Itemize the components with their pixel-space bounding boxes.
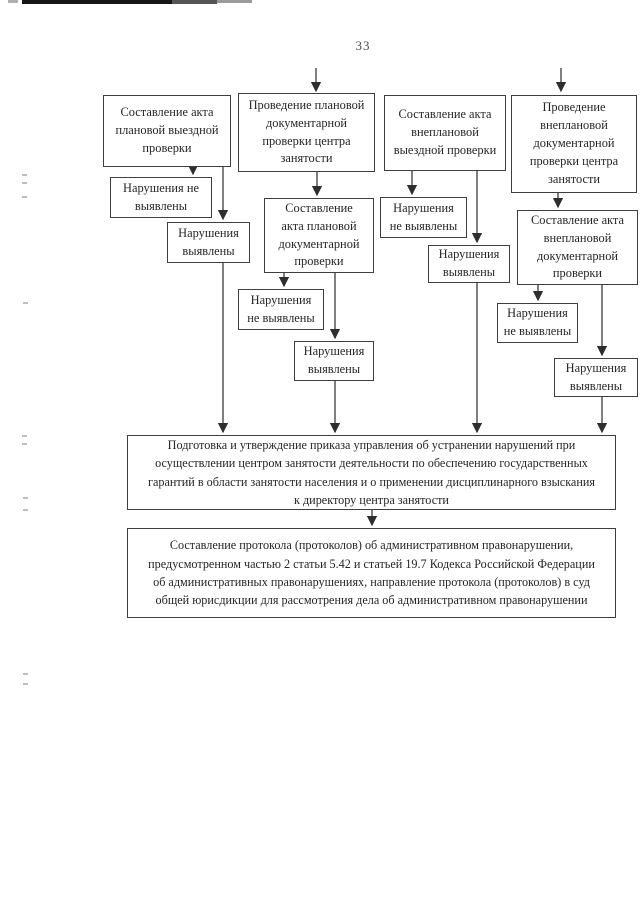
node-col2-no-violations: Нарушения не выявлены: [238, 289, 324, 330]
node-protocol-preparation: Составление протокола (протоколов) об ад…: [127, 528, 616, 618]
scan-artifact: [23, 302, 28, 304]
scan-artifact: [23, 509, 28, 511]
node-col2-violations: Нарушения выявлены: [294, 341, 374, 381]
scan-artifact: [23, 673, 28, 675]
node-act-unplanned-doc: Составление акта внеплановой документарн…: [517, 210, 638, 285]
node-unplanned-doc-check: Проведение внеплановой документарной про…: [511, 95, 637, 193]
node-act-unplanned-onsite: Составление акта внеплановой выездной пр…: [384, 95, 506, 171]
scan-artifact-top-bar: [172, 0, 217, 4]
node-col3-violations: Нарушения выявлены: [428, 245, 510, 283]
scan-artifact: [22, 182, 27, 184]
scan-artifact: [22, 443, 27, 445]
node-col4-no-violations: Нарушения не выявлены: [497, 303, 578, 343]
scan-artifact: [22, 196, 27, 198]
scan-artifact-top-dash: [8, 0, 18, 3]
node-planned-doc-check: Проведение плановой документарной провер…: [238, 93, 375, 172]
node-col4-violations: Нарушения выявлены: [554, 358, 638, 397]
node-order-preparation: Подготовка и утверждение приказа управле…: [127, 435, 616, 510]
node-col1-no-violations: Нарушения не выявлены: [110, 177, 212, 218]
scan-artifact: [22, 174, 27, 176]
node-col1-violations: Нарушения выявлены: [167, 222, 250, 263]
scan-artifact: [22, 435, 27, 437]
scan-artifact: [23, 683, 28, 685]
node-act-planned-onsite: Составление акта плановой выездной прове…: [103, 95, 231, 167]
scan-artifact: [23, 497, 28, 499]
page-number: 33: [355, 38, 371, 53]
node-col3-no-violations: Нарушения не выявлены: [380, 197, 467, 238]
node-act-planned-doc: Составление акта плановой документарной …: [264, 198, 374, 273]
scan-artifact-top-bar: [22, 0, 172, 4]
scan-artifact-top-bar: [217, 0, 252, 3]
